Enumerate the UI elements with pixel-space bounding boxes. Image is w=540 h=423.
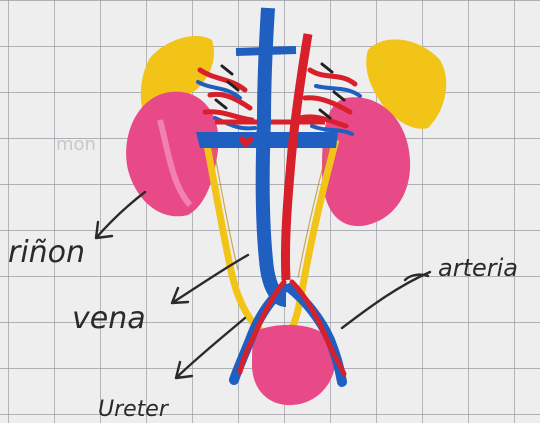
vein-label: vena	[72, 301, 146, 336]
ureter-label: Ureter	[98, 397, 170, 422]
vein-horizontal-branch	[236, 50, 296, 52]
kidney-label: riñon	[8, 235, 85, 270]
faint-page-mark: mon	[56, 134, 96, 155]
artery-label: arteria	[438, 254, 518, 282]
